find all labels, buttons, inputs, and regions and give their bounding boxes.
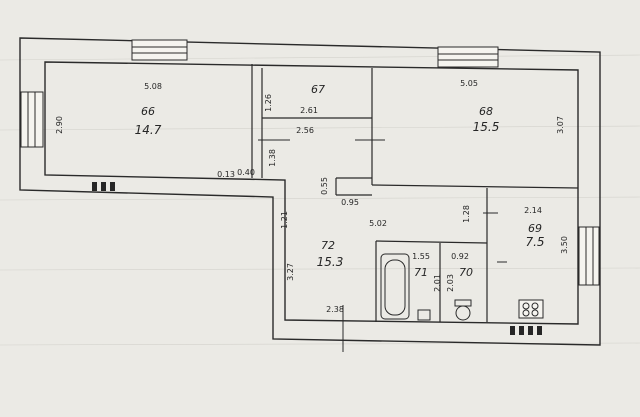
- window-top-right: [437, 46, 499, 68]
- dim-label: 1.26: [264, 94, 273, 112]
- dim-label: 2.38: [326, 305, 344, 314]
- dim-label: 2.03: [446, 274, 455, 292]
- toilet: [454, 299, 472, 321]
- dim-label: 3.07: [556, 116, 565, 134]
- window-left: [20, 91, 44, 148]
- dim-label: 2.61: [300, 106, 318, 115]
- sink: [417, 309, 431, 321]
- room-70-id: 70: [459, 266, 473, 279]
- room-69-area: 7.5: [525, 235, 544, 249]
- door-marks: [258, 139, 507, 352]
- dim-label: 2.56: [296, 126, 314, 135]
- dim-label: 5.08: [144, 82, 162, 91]
- dim-label: 3.27: [286, 263, 295, 281]
- room-71-id: 71: [414, 266, 428, 279]
- wall-bath-top: [375, 240, 488, 244]
- stove: [518, 299, 544, 319]
- dimension-labels: 5.08 2.90 1.26 2.61 5.05 3.07 2.56 1.38 …: [55, 79, 569, 314]
- room-72-area: 15.3: [317, 255, 344, 269]
- room-labels: 66 14.7 67 68 15.5 69 7.5 72 15.3 71 70: [135, 83, 545, 279]
- room-69-id: 69: [528, 222, 542, 235]
- dim-label: 2.14: [524, 206, 542, 215]
- room-68-id: 68: [479, 105, 493, 118]
- inner-wall-outline: [44, 61, 579, 325]
- dim-label: 0.95: [341, 198, 359, 207]
- room-66-area: 14.7: [135, 123, 162, 137]
- room-66-id: 66: [141, 105, 155, 118]
- dim-label: 5.05: [460, 79, 478, 88]
- dim-label: 0.92: [451, 252, 469, 261]
- dim-label: 2.90: [55, 116, 64, 134]
- windows: [20, 39, 600, 286]
- dim-label: 3.50: [560, 236, 569, 254]
- wall-room68-bottom: [371, 184, 579, 189]
- dim-label: 1.55: [412, 252, 430, 261]
- room-67-id: 67: [311, 83, 325, 96]
- window-top-left: [131, 39, 188, 61]
- dim-label: 0.55: [320, 177, 329, 195]
- partition-walls: [251, 64, 579, 322]
- outer-wall-outline: [19, 37, 601, 346]
- bathtub: [380, 253, 410, 320]
- dim-label: 1.28: [462, 205, 471, 223]
- paper-grid: [0, 54, 640, 346]
- dim-label: 1.38: [268, 149, 277, 167]
- dim-label: 5.02: [369, 219, 387, 228]
- room-68-area: 15.5: [473, 120, 500, 134]
- radiators: [92, 182, 542, 335]
- dim-label: 2.01: [433, 274, 442, 292]
- window-right: [578, 226, 600, 286]
- dim-label: 1.21: [280, 211, 289, 229]
- dim-label: 0.40: [237, 168, 255, 177]
- dim-label: 0.13: [217, 170, 235, 179]
- room-72-id: 72: [321, 239, 335, 252]
- outer-walls: [19, 37, 601, 346]
